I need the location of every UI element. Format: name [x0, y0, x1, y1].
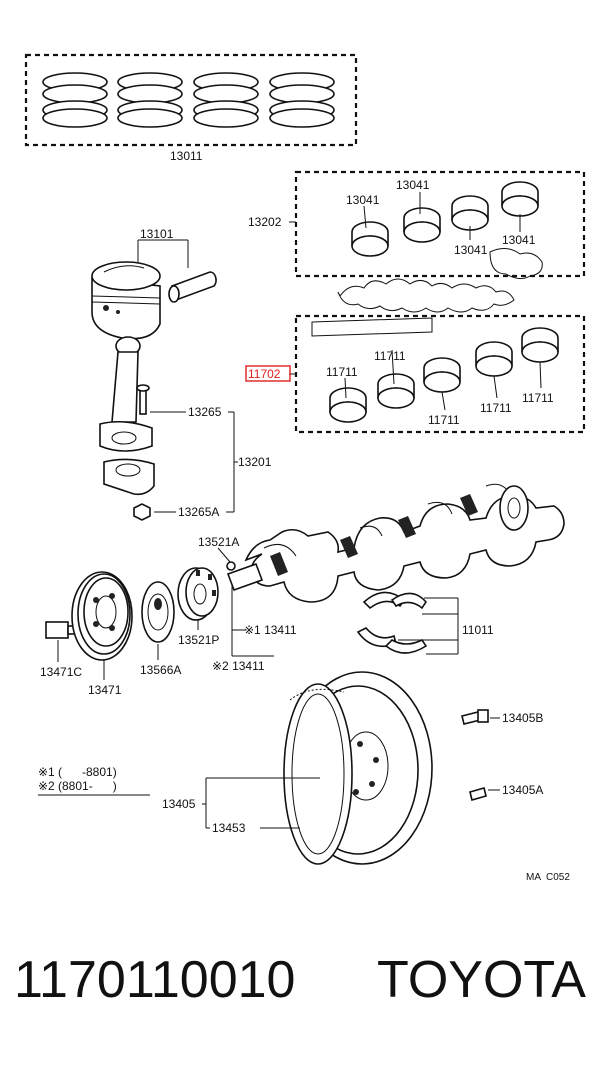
crank-key — [226, 561, 236, 571]
piston — [91, 261, 161, 340]
label-11711-b: 11711 — [326, 365, 358, 379]
label-13566A: 13566A — [140, 663, 181, 677]
piston-ring-group-1 — [42, 72, 108, 128]
label-13265A: 13265A — [178, 505, 219, 519]
label-13041-c: 13041 — [454, 243, 488, 257]
label-13201: 13201 — [238, 455, 272, 469]
rod-nut — [133, 503, 151, 521]
label-11702: 11702 — [248, 367, 281, 381]
label-11011: 11011 — [462, 623, 494, 637]
flywheel-group: 13405B 13405A 13405 13453 — [162, 671, 543, 865]
label-13041-d: 13041 — [502, 233, 536, 247]
label-13405B: 13405B — [502, 711, 543, 725]
piston-pin — [168, 271, 217, 303]
label-13101: 13101 — [140, 227, 174, 241]
applicability-notes: ※1 ( -8801) ※2 (8801- ) — [38, 765, 150, 796]
rod-cap — [103, 458, 155, 496]
rod-bearing-shell-4 — [501, 181, 539, 217]
connecting-rod — [99, 336, 153, 452]
piston-ring-box — [24, 53, 358, 147]
label-13041-b: 13041 — [396, 178, 430, 192]
label-13521A: 13521A — [198, 535, 239, 549]
note-1-text: ( -8801) — [58, 765, 117, 779]
crankshaft — [226, 483, 565, 603]
pulley-washer — [141, 581, 175, 643]
piston-ring-set: 13011 — [24, 53, 358, 163]
note-2-text: (8801- ) — [58, 779, 117, 793]
label-13471: 13471 — [88, 683, 122, 697]
crankshaft-labels: 13521A ※1 13411 ※2 13411 — [198, 535, 297, 673]
rod-bearing-shell-1 — [351, 221, 389, 257]
label-crankshaft-1: ※1 13411 — [244, 623, 297, 637]
rod-bearing-box — [294, 170, 586, 278]
part-number: 1170110010 — [14, 951, 296, 1009]
piston-ring-group-2 — [117, 72, 183, 128]
rod-bearing-shell-3 — [451, 195, 489, 231]
main-bearing-shell-1 — [329, 387, 367, 423]
label-crankshaft-2: ※2 13411 — [212, 659, 265, 673]
label-13405: 13405 — [162, 797, 196, 811]
main-bearing-set: 11702 11711 11711 11711 11711 11 — [245, 314, 586, 434]
crankshaft-ghost — [311, 248, 543, 337]
label-13405A: 13405A — [502, 783, 543, 797]
label-13265: 13265 — [188, 405, 222, 419]
label-11711-a: 11711 — [374, 349, 406, 363]
rod-bearing-set: 13202 13041 13041 13041 13041 — [248, 170, 586, 278]
label-13453: 13453 — [212, 821, 246, 835]
footer: 1170110010 TOYOTA — [0, 950, 600, 1030]
rod-bearing-shell-2 — [403, 207, 441, 243]
note-1-mark: ※1 — [38, 765, 55, 779]
piston-ring-group-4 — [269, 72, 335, 128]
diagram-code: MA C052 — [526, 872, 570, 883]
label-13521P: 13521P — [178, 633, 219, 647]
label-11711-c: 11711 — [428, 413, 460, 427]
label-11711-d: 11711 — [480, 401, 512, 415]
label-13011: 13011 — [170, 149, 203, 163]
label-13202: 13202 — [248, 215, 282, 229]
label-13041-a: 13041 — [346, 193, 380, 207]
ring-gear — [283, 683, 353, 865]
connecting-rod-assembly: 13265 13201 13265A — [99, 336, 272, 521]
crank-timing-gear — [177, 567, 219, 621]
brand-name: TOYOTA — [377, 951, 586, 1009]
flywheel-dowel-pin — [469, 787, 487, 801]
piston-assembly: 13101 — [91, 227, 217, 340]
thrust-washers: 11011 — [356, 591, 494, 655]
main-bearing-shell-5 — [521, 327, 559, 363]
crank-pulley — [71, 571, 133, 661]
flywheel-bolt — [461, 709, 489, 725]
label-11711-e: 11711 — [522, 391, 554, 405]
main-bearing-shell-2 — [377, 373, 415, 409]
main-bearing-shell-3 — [423, 357, 461, 393]
main-bearing-shell-4 — [475, 341, 513, 377]
piston-ring-group-3 — [193, 72, 259, 128]
rod-bolt — [136, 384, 150, 415]
highlight-11702 — [245, 365, 291, 382]
note-2-mark: ※2 — [38, 779, 55, 793]
label-13471C: 13471C — [40, 665, 82, 679]
pulley-group: 13471C 13471 13566A 13521P — [40, 567, 219, 697]
